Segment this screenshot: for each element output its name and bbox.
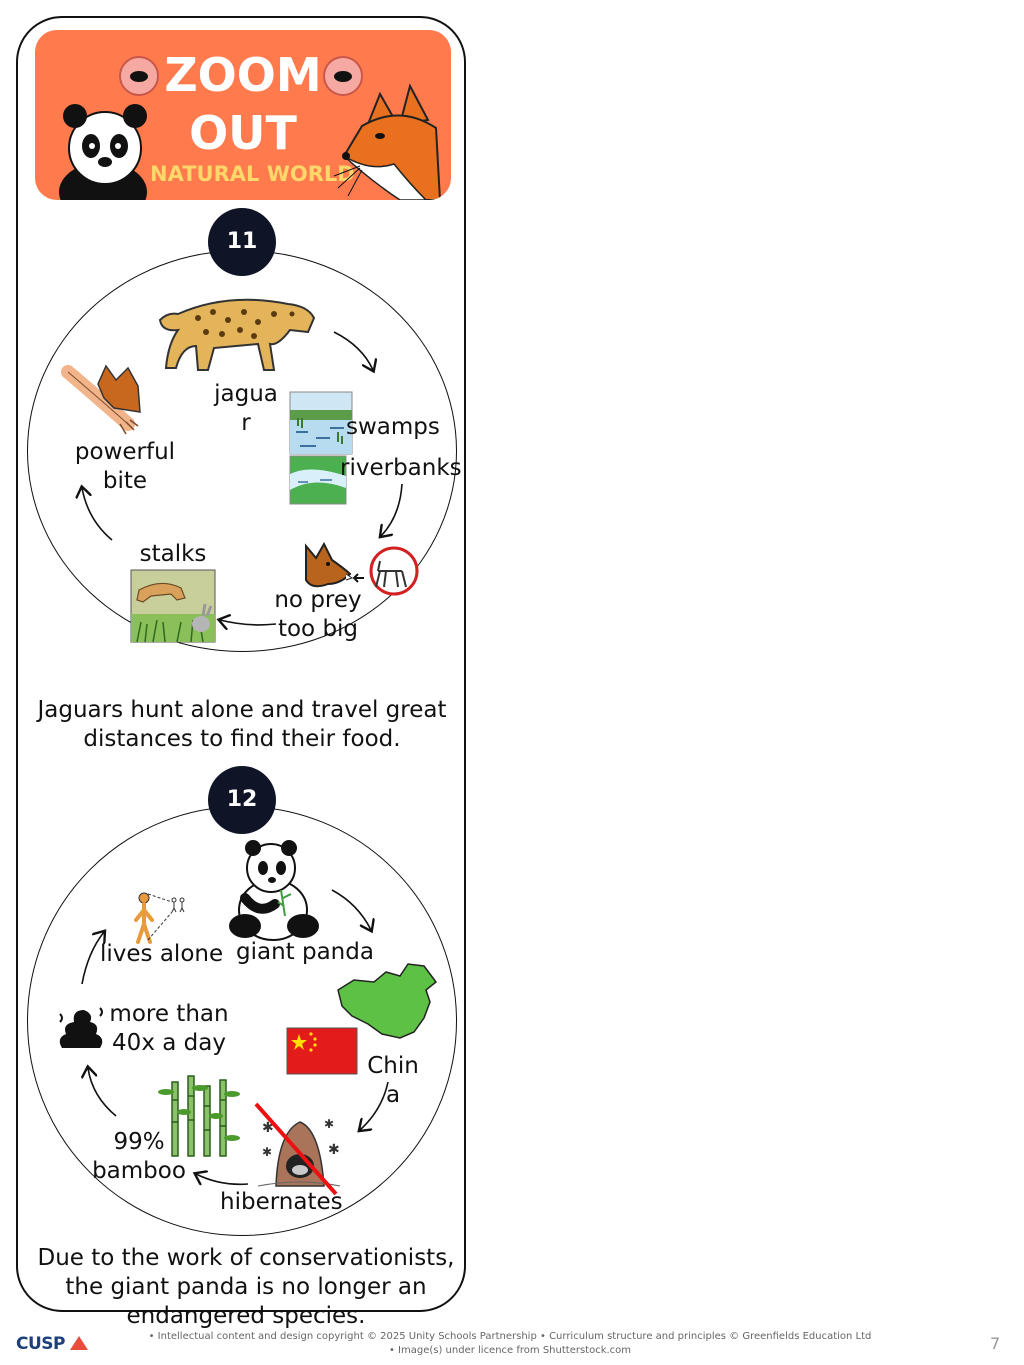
svg-text:✱: ✱ xyxy=(324,1117,334,1131)
stalking-icon xyxy=(130,569,216,643)
svg-text:✱: ✱ xyxy=(262,1120,274,1136)
label-riverbanks: riverbanks xyxy=(340,455,462,481)
panda-icon xyxy=(59,104,147,200)
label-jaguar: jagua r xyxy=(214,381,278,436)
caption-11: Jaguars hunt alone and travel great dist… xyxy=(37,697,447,752)
china-flag-icon xyxy=(286,1027,358,1075)
caption-12: Due to the work of conservationists, the… xyxy=(37,1245,455,1329)
china-map-icon xyxy=(337,963,438,1039)
bamboo-icon xyxy=(158,1075,240,1157)
svg-text:✱: ✱ xyxy=(328,1142,340,1158)
card-frame xyxy=(16,16,466,1312)
eye-icon xyxy=(119,56,159,96)
label-poop: more than 40x a day xyxy=(109,1001,229,1056)
no-prey-icon xyxy=(369,546,419,596)
no-hibernation-icon: ✱ ✱ ✱ ✱ xyxy=(254,1102,341,1196)
jaguar-icon xyxy=(158,298,316,371)
label-hibernates: hibernates xyxy=(220,1189,343,1215)
eye-icon xyxy=(323,56,363,96)
label-china: Chin a xyxy=(367,1053,419,1108)
cusp-logo: CUSP xyxy=(16,1334,65,1354)
cycle-arrows-11 xyxy=(0,331,403,700)
label-bamboo: 99% bamboo xyxy=(92,1129,186,1184)
poop-icon xyxy=(59,1007,103,1048)
panda-icon xyxy=(229,840,319,941)
header-banner: ZOOM OUT NATURAL WORLD xyxy=(35,30,451,200)
label-stalks: stalks xyxy=(139,541,207,567)
label-lives-alone: lives alone xyxy=(100,941,224,967)
bite-icon xyxy=(61,364,141,435)
label-powerful-bite: powerful bite xyxy=(74,439,176,494)
riverbank-icon xyxy=(289,455,347,505)
card-number-11: 11 xyxy=(208,208,276,276)
cusp-logo-mark-icon xyxy=(70,1336,88,1350)
alone-icon xyxy=(134,892,185,944)
page-number: 7 xyxy=(990,1334,1001,1353)
title-line2: OUT xyxy=(189,106,297,160)
footer-line2: • Image(s) under licence from Shuttersto… xyxy=(388,1345,632,1356)
footer-line1: • Intellectual content and design copyri… xyxy=(148,1331,872,1342)
label-no-prey: no prey too big xyxy=(274,587,362,642)
card-number-12: 12 xyxy=(208,766,276,834)
swamp-icon xyxy=(289,391,353,455)
fox-icon xyxy=(333,83,442,200)
svg-text:✱: ✱ xyxy=(262,1145,272,1159)
title-line1: ZOOM xyxy=(164,48,322,102)
label-giant-panda: giant panda xyxy=(236,939,374,965)
cycle-arrows-12 xyxy=(0,889,389,1300)
predator-icon xyxy=(305,541,364,588)
label-swamps: swamps xyxy=(346,414,440,440)
subtitle: NATURAL WORLD xyxy=(150,162,355,186)
